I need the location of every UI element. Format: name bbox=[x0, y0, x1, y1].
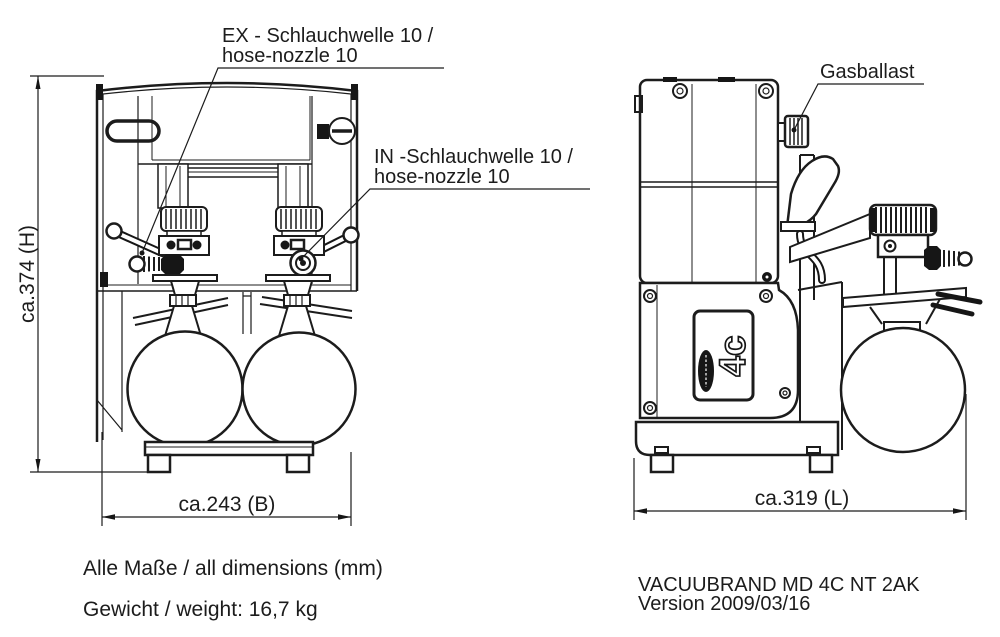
valve-support-leg bbox=[277, 163, 309, 209]
side-hose-nozzle bbox=[957, 251, 973, 267]
pump-type-label: 4c bbox=[712, 335, 753, 376]
dimensions-note: Alle Maße / all dimensions (mm) bbox=[83, 557, 383, 580]
weight-note: Gewicht / weight: 16,7 kg bbox=[83, 598, 318, 621]
valve-support-leg bbox=[157, 163, 189, 209]
height-dimension-label: ca.374 (H) bbox=[16, 225, 39, 323]
front-housing bbox=[95, 81, 359, 292]
corner-screw bbox=[643, 289, 657, 303]
flask-collar bbox=[842, 286, 983, 335]
width-dimension-label: ca.243 (B) bbox=[179, 493, 276, 516]
housing-corner-tab bbox=[96, 84, 103, 100]
in-label-line2: hose-nozzle 10 bbox=[374, 166, 510, 188]
housing-corner-tab bbox=[351, 84, 358, 100]
leader-dot bbox=[139, 250, 145, 256]
handle-lever bbox=[780, 155, 841, 232]
leader-dot bbox=[791, 127, 797, 133]
side-valve-assembly bbox=[789, 203, 973, 296]
dimension-arrow bbox=[35, 76, 41, 89]
valve-lever-end bbox=[342, 226, 360, 244]
knurled-knob bbox=[275, 206, 323, 232]
callout-ex: EX - Schlauchwelle 10 / hose-nozzle 10 bbox=[139, 25, 444, 256]
hex-nut bbox=[924, 246, 941, 270]
hex-nut bbox=[161, 254, 184, 275]
leader-dot bbox=[298, 256, 304, 262]
catch-flask-side bbox=[839, 326, 967, 454]
flask-divider bbox=[242, 292, 252, 334]
type-plate: 4c bbox=[692, 309, 755, 402]
corner-screw bbox=[759, 289, 773, 303]
side-lower-body: 4c bbox=[638, 281, 800, 420]
product-title: VACUUBRAND MD 4C NT 2AK bbox=[638, 574, 920, 596]
dimension-length: ca.319 (L) bbox=[633, 394, 967, 520]
front-base bbox=[143, 440, 315, 474]
side-view: 4c bbox=[634, 77, 983, 474]
slotted-screw bbox=[317, 117, 356, 145]
foot bbox=[146, 453, 172, 474]
side-base bbox=[634, 420, 840, 474]
side-upper-housing bbox=[634, 77, 780, 285]
callout-gasballast: Gasballast bbox=[791, 61, 924, 133]
gasballast-label: Gasballast bbox=[820, 61, 915, 83]
carry-handle-slot bbox=[105, 119, 161, 143]
side-tab bbox=[634, 95, 643, 113]
flask-cap bbox=[283, 294, 311, 307]
dimension-arrow bbox=[102, 514, 115, 520]
corner-screw bbox=[672, 83, 688, 99]
foot bbox=[649, 453, 675, 474]
corner-screw bbox=[758, 83, 774, 99]
dimension-height: ca.374 (H) bbox=[16, 75, 150, 473]
knurled-knob bbox=[160, 206, 208, 232]
dimension-arrow bbox=[338, 514, 351, 520]
corner-screw bbox=[779, 387, 791, 399]
dimension-arrow bbox=[35, 459, 41, 472]
ex-label-line2: hose-nozzle 10 bbox=[222, 45, 358, 67]
foot bbox=[808, 453, 834, 474]
dimension-arrow bbox=[953, 508, 966, 514]
catch-flask-left bbox=[126, 330, 244, 448]
catch-flask-right bbox=[241, 331, 357, 447]
dimension-arrow bbox=[634, 508, 647, 514]
drawing-version: Version 2009/03/16 bbox=[638, 593, 810, 615]
valve-lever-end bbox=[105, 222, 123, 240]
in-label-line1: IN -Schlauchwelle 10 / bbox=[374, 146, 573, 168]
in-valve-assembly bbox=[265, 206, 360, 337]
ex-hose-nozzle bbox=[128, 255, 146, 273]
foot bbox=[285, 453, 311, 474]
length-dimension-label: ca.319 (L) bbox=[755, 487, 850, 510]
dimension-width: ca.243 (B) bbox=[101, 432, 352, 526]
flask-cap bbox=[169, 294, 197, 307]
ex-valve-assembly bbox=[105, 206, 218, 337]
front-view bbox=[95, 81, 360, 474]
callout-in: IN -Schlauchwelle 10 / hose-nozzle 10 bbox=[298, 146, 590, 262]
ex-label-line1: EX - Schlauchwelle 10 / bbox=[222, 25, 434, 47]
corner-screw bbox=[643, 401, 657, 415]
front-left-column bbox=[95, 272, 123, 442]
